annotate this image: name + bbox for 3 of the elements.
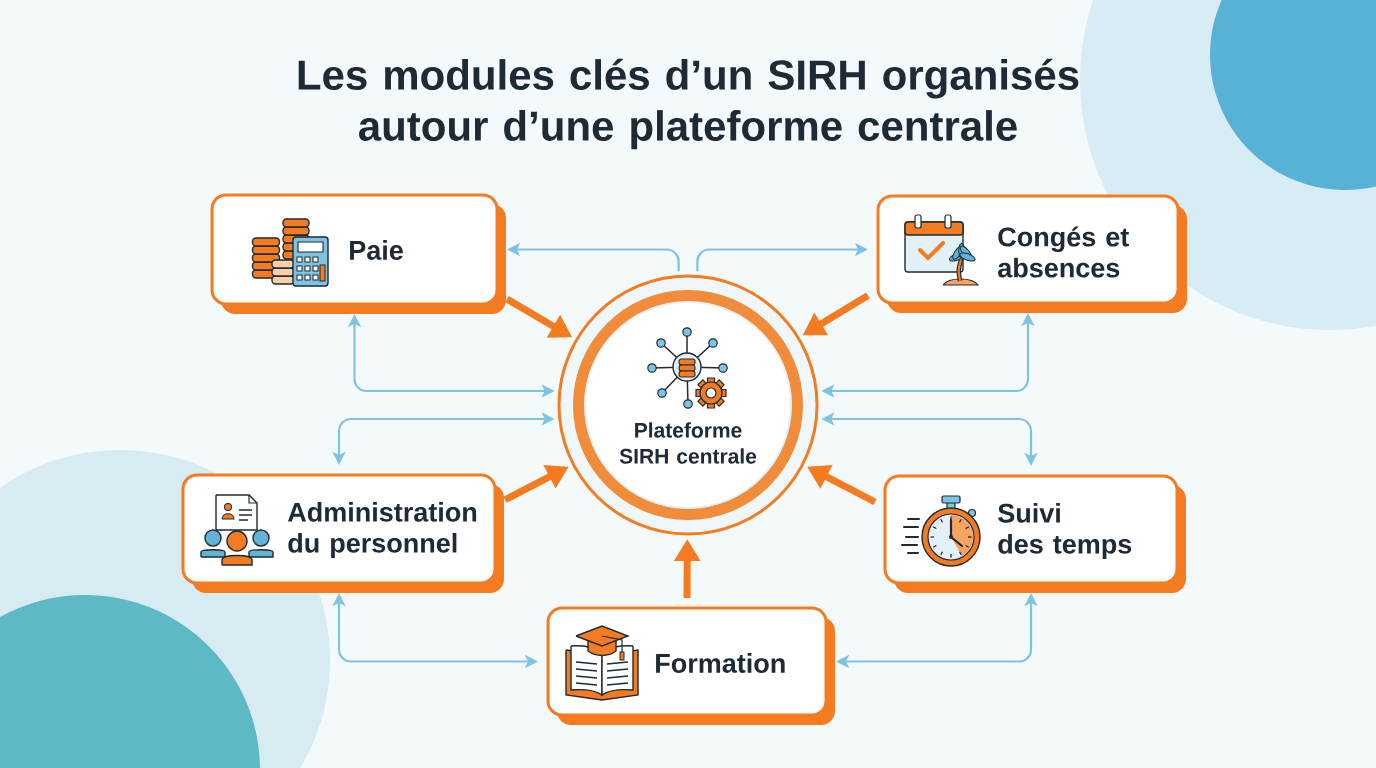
module-box: Suivi des temps [883, 474, 1186, 593]
module-box: Administration du personnel [181, 473, 504, 593]
title: Les modules clés d’un SIRH organisés autour d’une plateforme centrale [298, 58, 1079, 150]
